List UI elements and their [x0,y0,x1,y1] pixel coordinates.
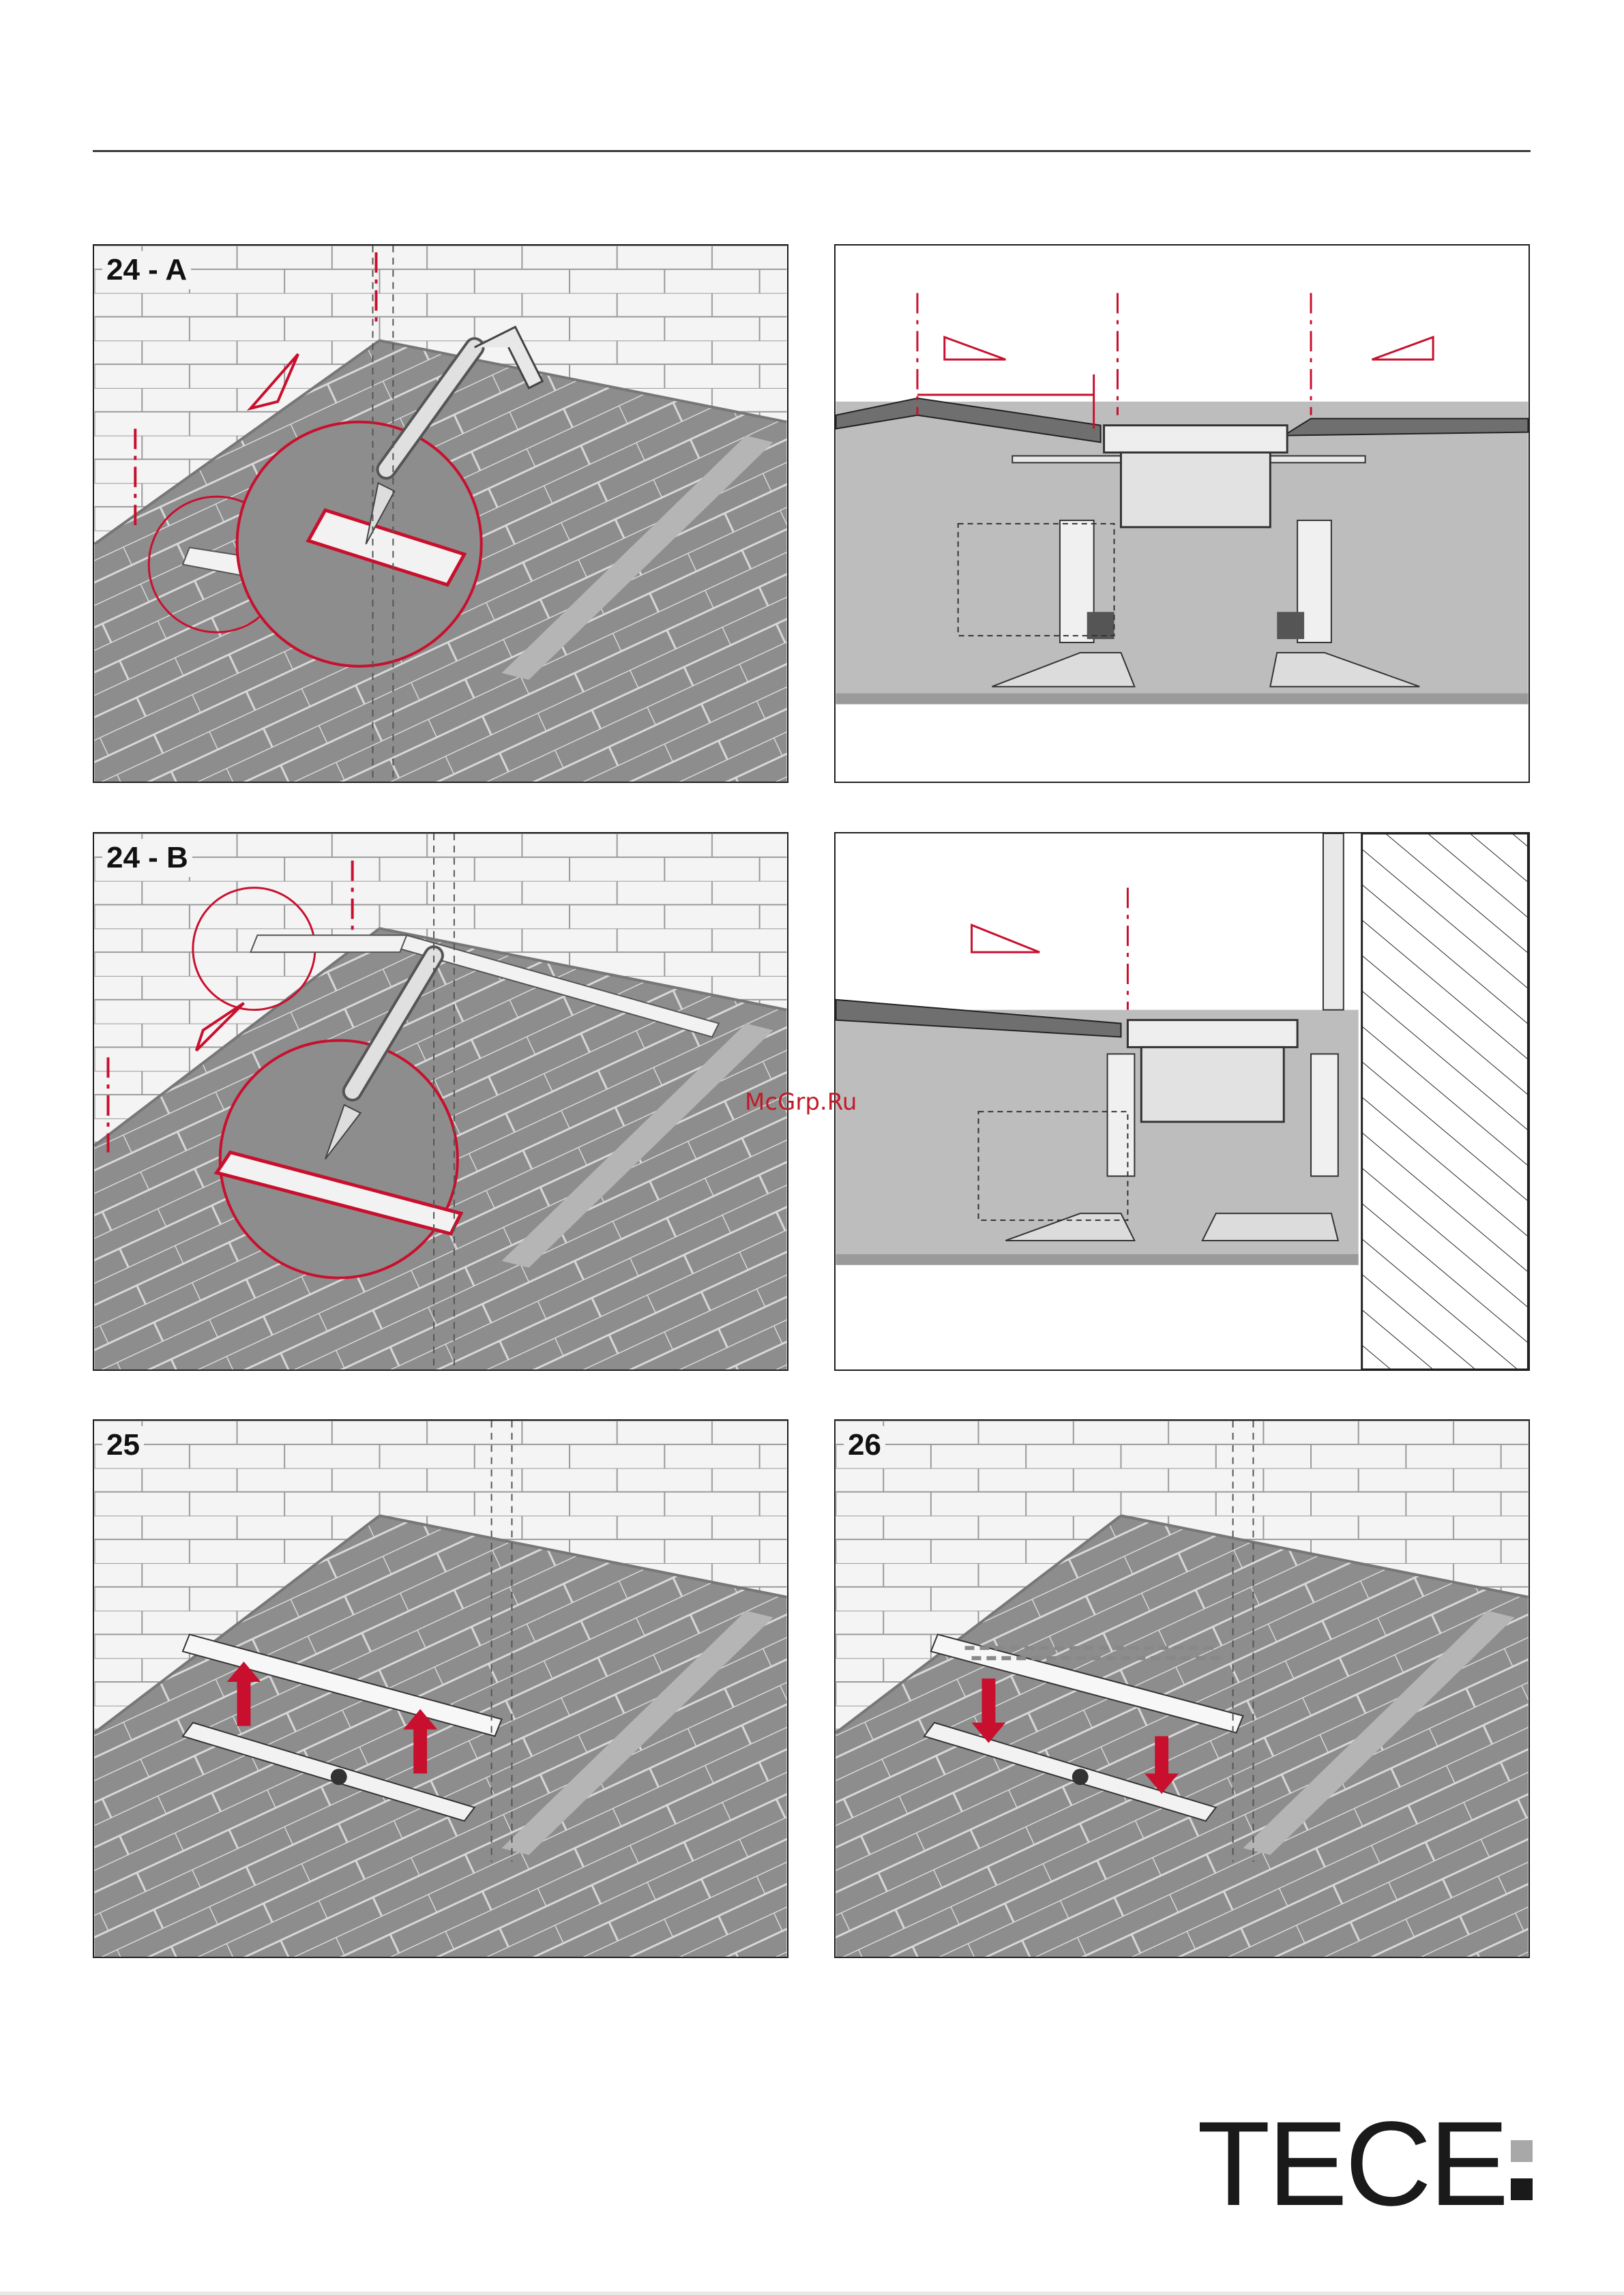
shower-floor-sealing-illustration [94,833,787,1369]
panel-26: 26 [834,1419,1530,1958]
tece-logo: TECE [1197,2113,1538,2215]
drain-cross-section [836,246,1529,782]
shower-floor-sealing-illustration [94,246,787,782]
drain-cross-section-wall [836,833,1529,1369]
step-label: 24 - A [102,251,191,289]
panel-section-top [834,244,1530,783]
panel-section-wall [834,832,1530,1371]
grate-insertion-illustration [836,1421,1529,1957]
top-rule [93,150,1531,152]
logo-text: TECE [1197,2113,1506,2215]
step-label: 24 - B [102,839,192,877]
step-label: 26 [844,1426,885,1464]
step-label: 25 [102,1426,144,1464]
watermark: McGrp.Ru [745,1089,857,1116]
logo-square-dark [1511,2178,1533,2200]
logo-square-grey [1511,2140,1533,2162]
panel-24b: 24 - B [93,832,788,1371]
grate-removal-illustration [94,1421,787,1957]
panel-25: 25 [93,1419,788,1958]
panel-24a: 24 - A [93,244,788,783]
page-edge [0,2292,1624,2295]
